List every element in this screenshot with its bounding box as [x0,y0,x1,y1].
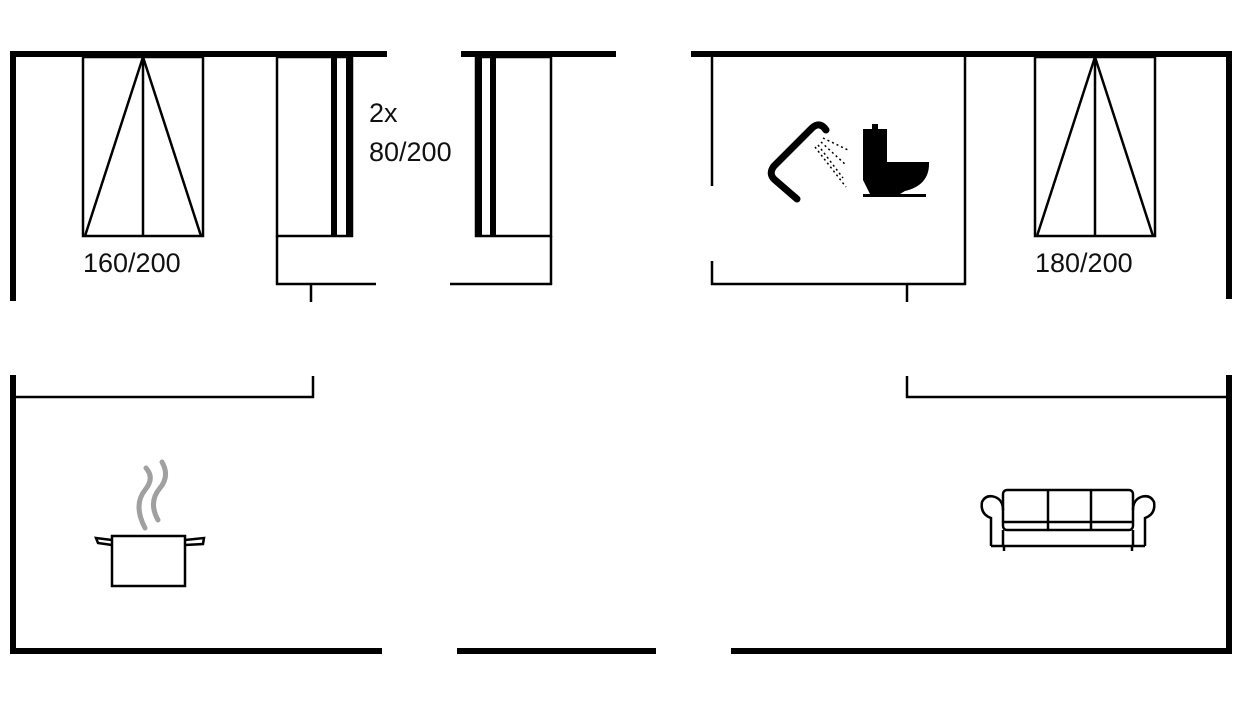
outer-walls [10,51,1232,654]
bed-size-label-left: 160/200 [83,248,181,278]
double-bed-left [81,55,205,238]
bed-size-label-right: 180/200 [1035,248,1133,278]
shower-icon [767,121,849,203]
toilet-icon [863,124,930,197]
inner-walls-lower [13,376,1229,399]
bunk-count-label: 2x [369,98,398,128]
cooking-pot-icon [94,459,206,588]
bunk-bed-left [275,55,376,302]
bunk-size-label: 80/200 [369,137,452,167]
sofa-icon [980,488,1156,551]
bathroom [710,57,967,302]
double-bed-right [1033,55,1157,238]
bunk-bed-right [450,55,553,286]
